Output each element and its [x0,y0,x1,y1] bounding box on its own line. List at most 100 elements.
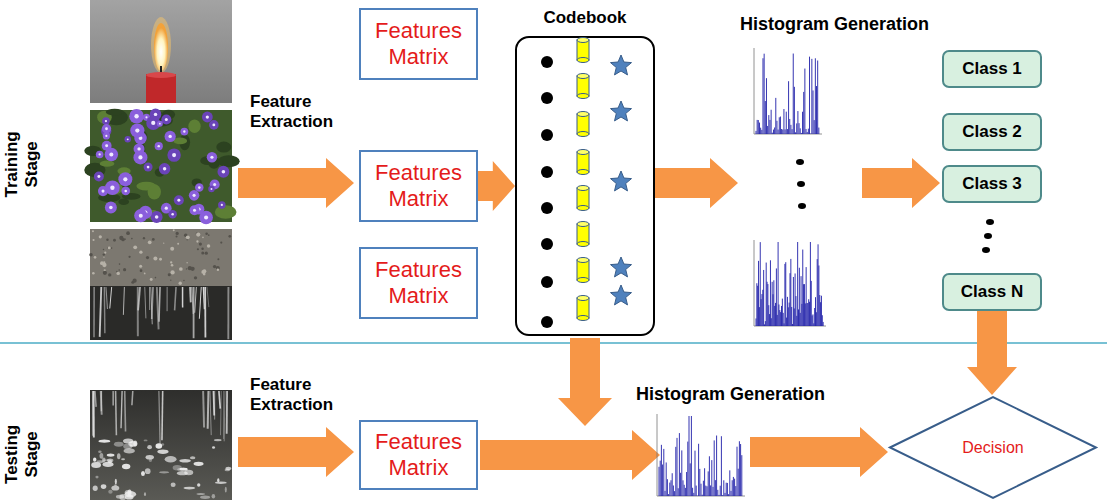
histogram-bar [665,491,666,496]
water-streak [95,391,96,407]
candle-top [146,72,176,78]
histogram-bar [720,486,721,496]
flower-petal [134,143,145,154]
histogram-bar [801,304,802,326]
histogram-bar [663,449,664,496]
splash [115,479,117,485]
histogram-bar [692,488,693,496]
stone-speck [179,282,182,285]
histogram-bar [666,462,667,496]
histogram-bar [793,277,794,326]
histogram-bar [789,303,790,326]
histogram-plot [754,240,826,326]
histogram-bar [815,58,816,134]
box-text: Decision [962,439,1023,457]
axis [754,240,755,326]
flower-petal [130,123,144,137]
flame-glow [151,17,171,73]
histogram-bar [769,120,770,134]
stone-speck [124,238,126,240]
flower-center [172,153,176,157]
splash [101,484,107,489]
flower-petal [180,128,188,136]
stone-speck [216,266,220,270]
histogram-bar [815,297,816,326]
star-symbol [611,55,632,75]
stone-speck [108,273,111,276]
histogram-bar [762,58,763,134]
histogram-bar [764,324,765,326]
histogram-bar [796,316,797,326]
water-streak [214,391,215,420]
flower-petal [168,210,176,218]
box-text: Class 2 [962,122,1022,142]
flower-center [193,209,196,212]
splash [98,450,101,452]
histogram-bar [794,308,795,326]
flower-center [193,194,196,197]
histogram-bar [795,296,796,326]
histogram-bar [774,127,775,134]
flower-petal [218,201,226,209]
stone-speck [183,280,185,282]
histogram-bar [771,318,772,326]
stone-speck [116,271,117,272]
stone-speck [103,257,104,258]
histogram-bar [797,242,798,326]
flow-arrow [478,161,515,211]
histogram-bar [791,307,792,326]
flower-petal [159,163,170,174]
stone-speck [201,248,203,250]
histogram-bar [723,480,724,496]
water-streak [207,391,210,429]
histogram-bar [782,130,783,134]
histogram-bar [659,467,660,496]
splash [107,453,115,456]
water-streak [159,287,160,322]
candle-photo [90,0,232,103]
flower-center [165,118,168,121]
flower-petal [151,211,163,223]
cylinder-top [577,258,589,263]
histogram-bar [794,87,795,134]
cylinder-base [577,206,589,211]
stone-speck [155,277,157,279]
stone-speck [153,256,157,260]
splash [212,494,216,498]
flower-center [105,144,108,147]
step-label: Feature Extraction [250,375,350,416]
splash [111,485,119,490]
flower-petal [208,186,214,192]
splash [98,440,110,443]
stone-speck [94,256,97,259]
water-streak [104,287,106,333]
flower-center [213,183,216,186]
histogram-bar [776,268,777,326]
histogram-bar [786,112,787,134]
leaf [216,142,231,153]
histogram-bar [661,445,662,496]
water-streak [124,391,126,431]
histogram-bar [795,132,796,134]
stone-speck [139,251,142,254]
histogram-bar [792,129,793,134]
flower-petal [121,187,130,196]
water-streak [131,391,133,405]
stone-speck [146,256,149,259]
stone-speck [168,273,171,276]
histogram-bar [716,436,717,496]
water-streak [106,287,107,309]
water-streak [226,391,228,434]
cylinder-top [577,38,589,43]
histogram-bar [787,297,788,326]
stone-speck [170,280,171,281]
histogram-bar [821,296,822,326]
cylinder-base [577,94,589,99]
histogram-bar [795,273,796,326]
process-box: Features Matrix [359,247,478,319]
water-streak [224,391,226,441]
cylinder-base [577,132,589,137]
histogram-bar [757,120,758,134]
splash [156,443,163,448]
stone-speck [132,279,136,283]
